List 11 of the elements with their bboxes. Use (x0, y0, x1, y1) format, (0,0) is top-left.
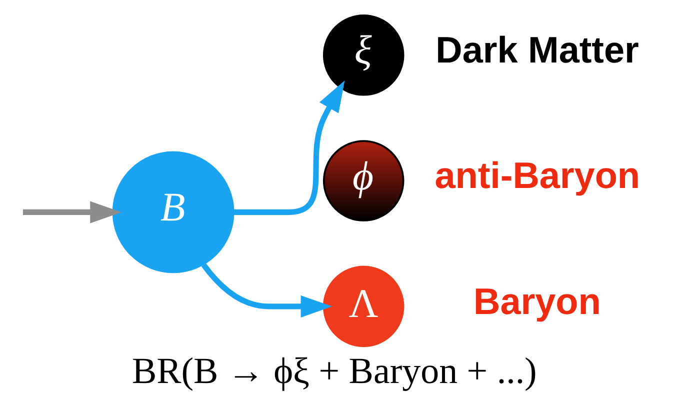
node-label: anti-Baryon (434, 155, 640, 196)
node-label: Baryon (473, 280, 600, 322)
node-circle: Λ (322, 266, 404, 348)
node-label: Dark Matter (435, 30, 638, 71)
arrow (232, 80, 344, 215)
arrow (200, 263, 332, 318)
node-circle: ϕ (322, 140, 404, 222)
node-circle: ξ (322, 14, 404, 96)
node-circle: B (112, 151, 234, 274)
arrow (22, 201, 122, 224)
caption: BR(B → ϕξ + Baryon + ...) (131, 350, 536, 392)
